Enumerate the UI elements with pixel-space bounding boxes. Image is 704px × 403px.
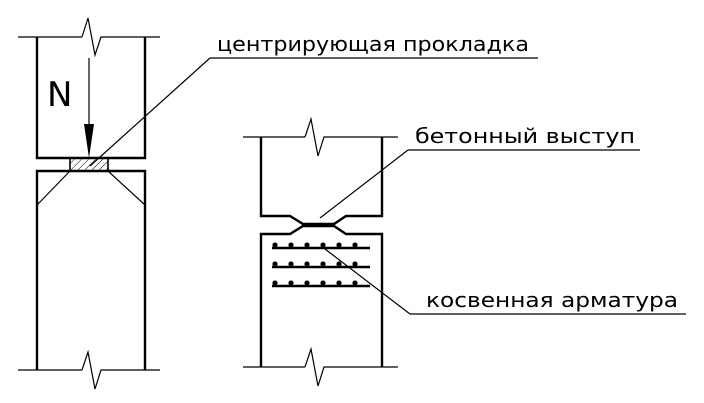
load-spread-line-left [36,170,71,206]
label-concrete-protrusion: бетонный выступ [415,124,635,148]
load-arrow [84,58,94,158]
left-column-assembly: N [18,17,160,390]
load-symbol: N [47,75,72,115]
leader-indirect-reinforcement [324,248,686,315]
load-spread-line-right [107,170,146,206]
leader-concrete-protrusion [319,149,640,219]
label-indirect-reinforcement: косвенная арматура [426,288,678,312]
indirect-reinforcement-mesh [272,242,370,288]
label-centering-pad: центрирующая прокладка [217,32,529,56]
right-column-assembly [243,116,398,387]
leader-centering-pad [89,57,538,167]
left-lower-column [18,169,160,390]
centering-pad [69,157,109,172]
right-lower-column [243,224,398,387]
right-upper-column [243,116,398,226]
